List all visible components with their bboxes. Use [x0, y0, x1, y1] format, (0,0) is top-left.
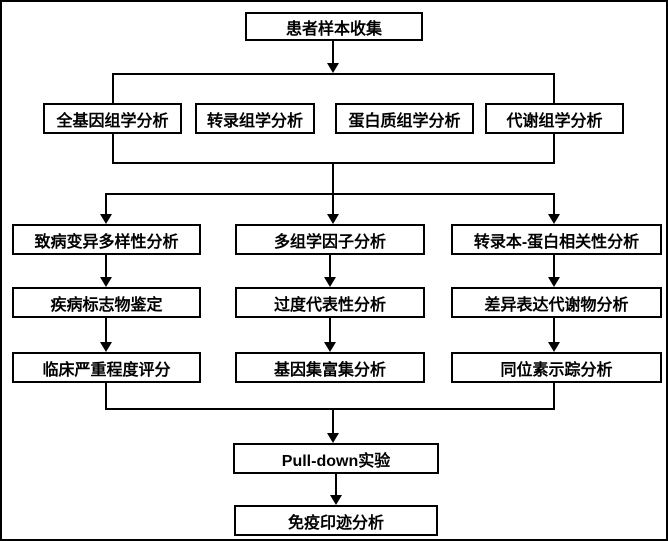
node-western-blot-analysis: 免疫印迹分析	[234, 505, 438, 536]
connector	[112, 134, 114, 163]
node-label: 多组学因子分析	[273, 233, 386, 251]
node-label: 患者样本收集	[285, 20, 382, 38]
arrowhead	[327, 214, 339, 224]
node-label: 蛋白质组学分析	[348, 112, 461, 130]
arrowhead	[327, 63, 339, 73]
arrowhead	[100, 342, 112, 352]
connector	[112, 75, 114, 103]
connector	[553, 255, 555, 278]
arrowhead	[548, 342, 560, 352]
node-label: 免疫印迹分析	[287, 514, 384, 532]
node-pulldown-experiment: Pull-down实验	[233, 443, 439, 474]
arrowhead	[324, 342, 336, 352]
connector	[332, 195, 334, 215]
connector	[112, 73, 555, 75]
connector	[105, 408, 555, 410]
node-label: Pull-down实验	[281, 452, 391, 470]
node-label: 过度代表性分析	[273, 296, 386, 314]
node-pathogenic-variant-diversity: 致病变异多样性分析	[12, 224, 201, 255]
node-label: 基因集富集分析	[273, 361, 386, 379]
connector	[112, 162, 555, 164]
node-label: 转录本-蛋白相关性分析	[473, 233, 640, 251]
node-isotope-tracing: 同位素示踪分析	[451, 352, 662, 383]
node-differential-metabolite-analysis: 差异表达代谢物分析	[451, 287, 662, 318]
node-label: 致病变异多样性分析	[34, 233, 179, 251]
node-label: 转录组学分析	[206, 112, 303, 130]
connector	[553, 383, 555, 409]
connector	[553, 75, 555, 103]
node-label: 疾病标志物鉴定	[50, 296, 163, 314]
arrowhead	[100, 277, 112, 287]
connector	[553, 195, 555, 215]
node-label: 全基因组学分析	[56, 112, 169, 130]
connector	[332, 41, 334, 65]
arrowhead	[548, 214, 560, 224]
node-clinical-severity-score: 临床严重程度评分	[12, 352, 201, 383]
connector	[105, 383, 107, 409]
node-label: 代谢组学分析	[506, 112, 603, 130]
connector	[335, 474, 337, 496]
connector	[553, 318, 555, 343]
node-genomics-analysis: 全基因组学分析	[43, 103, 182, 134]
connector	[332, 410, 334, 434]
connector	[553, 134, 555, 163]
arrowhead	[327, 433, 339, 443]
connector	[329, 255, 331, 278]
node-metabolomics-analysis: 代谢组学分析	[485, 103, 624, 134]
node-transcriptomics-analysis: 转录组学分析	[195, 103, 315, 134]
node-disease-marker-identification: 疾病标志物鉴定	[12, 287, 201, 318]
node-label: 同位素示踪分析	[500, 361, 613, 379]
connector	[329, 318, 331, 343]
arrowhead	[548, 277, 560, 287]
node-label: 临床严重程度评分	[42, 361, 171, 379]
connector	[105, 255, 107, 278]
node-overrepresentation-analysis: 过度代表性分析	[235, 287, 425, 318]
node-patient-sample-collection: 患者样本收集	[245, 12, 423, 41]
connector	[105, 195, 107, 215]
node-transcript-protein-correlation: 转录本-蛋白相关性分析	[451, 224, 662, 255]
connector	[105, 193, 555, 195]
node-label: 差异表达代谢物分析	[484, 296, 629, 314]
arrowhead	[330, 495, 342, 505]
node-proteomics-analysis: 蛋白质组学分析	[335, 103, 474, 134]
arrowhead	[324, 277, 336, 287]
connector	[332, 164, 334, 194]
node-multiomics-factor-analysis: 多组学因子分析	[235, 224, 425, 255]
node-gene-set-enrichment: 基因集富集分析	[235, 352, 425, 383]
arrowhead	[100, 214, 112, 224]
connector	[105, 318, 107, 343]
